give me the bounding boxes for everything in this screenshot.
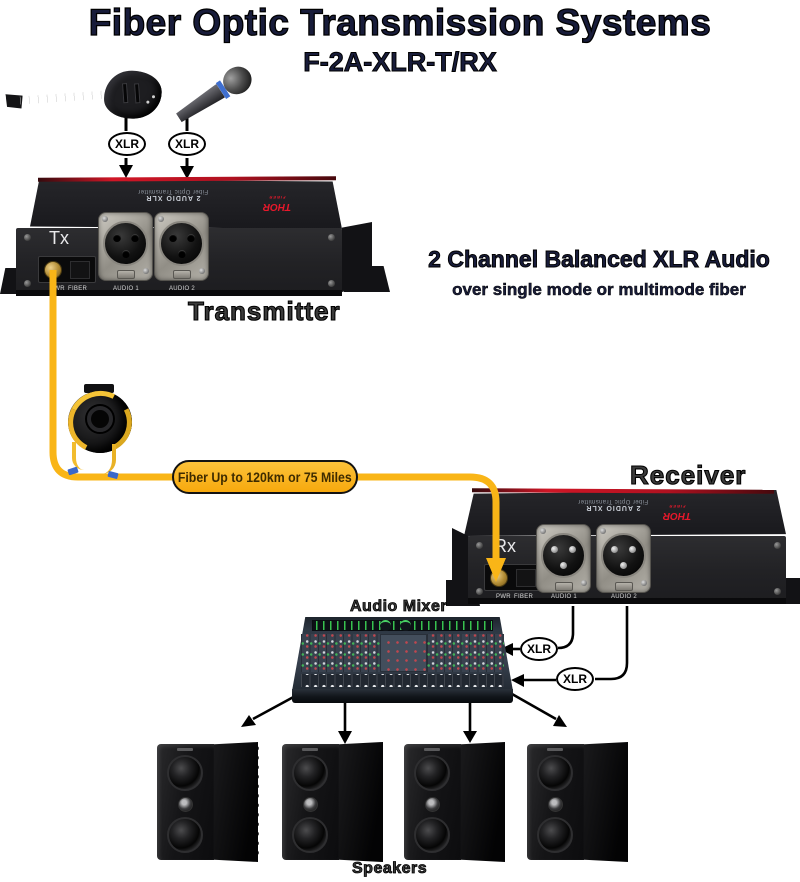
- woofer-icon: [167, 817, 203, 853]
- receiver-device: 2 AUDIO XLR Fiber Optic Transmitter THOR…: [446, 486, 800, 612]
- xlr-label-audio1: XLR: [520, 637, 558, 661]
- audio2-arrowhead-icon: [511, 674, 524, 687]
- screw-icon: [328, 280, 335, 287]
- xlr-label-mic: XLR: [168, 132, 206, 156]
- xlr-label-audio2: XLR: [556, 667, 594, 691]
- audio-mixer-image: [292, 617, 513, 703]
- audio1-arrowhead-icon: [500, 643, 513, 656]
- audio2-port-label: AUDIO 2: [168, 286, 196, 292]
- speaker-image-2: [282, 742, 383, 862]
- speaker-image-1: [157, 742, 258, 862]
- pwr-port-label: PWR: [496, 594, 511, 600]
- fiber-slot: [516, 569, 536, 587]
- woofer-icon: [537, 817, 573, 853]
- xlr-label-guitar: XLR: [108, 132, 146, 156]
- speaker-image-3: [404, 742, 505, 862]
- fiber-port-label: FIBER: [68, 286, 88, 292]
- pwr-port-label: PWR: [50, 286, 65, 292]
- transmitter-device: 2 AUDIO XLR Fiber Optic Transmitter THOR…: [0, 176, 390, 304]
- audio1-port-label: AUDIO 1: [112, 286, 140, 292]
- fiber-distance-label: Fiber Up to 120km or 75 Miles: [172, 460, 358, 494]
- model-subtitle: F-2A-XLR-T/RX: [303, 47, 497, 78]
- speaker3-arrowhead-icon: [463, 731, 477, 743]
- fiber-led-icon: [522, 593, 525, 596]
- mic-arrowhead-icon: [180, 166, 194, 179]
- screw-icon: [24, 280, 31, 287]
- tx-label: Tx: [49, 228, 69, 248]
- screw-icon: [476, 588, 483, 595]
- speaker-image-4: [527, 742, 628, 862]
- speaker1-arrowhead-icon: [241, 715, 256, 727]
- fiber-arrowhead-icon: [486, 558, 506, 582]
- tweeter-icon: [425, 797, 440, 812]
- audio1-to-mixer-wire: [513, 606, 575, 651]
- screw-icon: [24, 234, 31, 241]
- transmitter-xlr-audio2-female: [154, 212, 209, 281]
- transmitter-xlr-audio1-female: [98, 212, 153, 281]
- speaker4-arrowhead-icon: [553, 715, 567, 727]
- audio2-to-mixer-wire: [524, 606, 629, 682]
- mixer-master-section: [380, 634, 427, 672]
- fiber-spool-image: [59, 382, 142, 480]
- tagline-line1: 2 Channel Balanced XLR Audio: [428, 246, 771, 273]
- fiber-slot: [70, 261, 90, 279]
- speakers-caption: Speakers: [352, 860, 428, 878]
- woofer-icon: [414, 817, 450, 853]
- woofer-icon: [292, 817, 328, 853]
- receiver-xlr-audio1-male: [536, 524, 591, 593]
- mixer-faders: [300, 674, 505, 687]
- screw-icon: [476, 542, 483, 549]
- audio1-port-label: AUDIO 1: [550, 594, 578, 600]
- receiver-xlr-audio2-male: [596, 524, 651, 593]
- page-title: Fiber Optic Transmission Systems: [88, 1, 712, 43]
- mixer-to-speaker-arrows: [252, 692, 557, 731]
- transmitter-mount-ear: [344, 266, 390, 292]
- audio2-port-label: AUDIO 2: [610, 594, 638, 600]
- screw-icon: [774, 588, 781, 595]
- fiber-led-icon: [76, 285, 79, 288]
- fiber-port-label: FIBER: [514, 594, 534, 600]
- mixer-vu-knobs: [380, 620, 411, 631]
- transmitter-caption: Transmitter: [187, 295, 341, 326]
- guitar-arrowhead-icon: [119, 165, 133, 178]
- tagline-line2: over single mode or multimode fiber: [452, 280, 746, 300]
- woofer-icon: [167, 755, 203, 791]
- pwr-led-icon: [58, 285, 61, 288]
- pwr-led-icon: [504, 593, 507, 596]
- tweeter-icon: [303, 797, 318, 812]
- screw-icon: [328, 234, 335, 241]
- screw-icon: [774, 542, 781, 549]
- receiver-caption: Receiver: [629, 459, 747, 490]
- mixer-caption: Audio Mixer: [350, 598, 448, 616]
- tweeter-icon: [548, 797, 563, 812]
- woofer-icon: [292, 755, 328, 791]
- tweeter-icon: [178, 797, 193, 812]
- speaker2-arrowhead-icon: [338, 731, 352, 744]
- woofer-icon: [414, 755, 450, 791]
- woofer-icon: [537, 755, 573, 791]
